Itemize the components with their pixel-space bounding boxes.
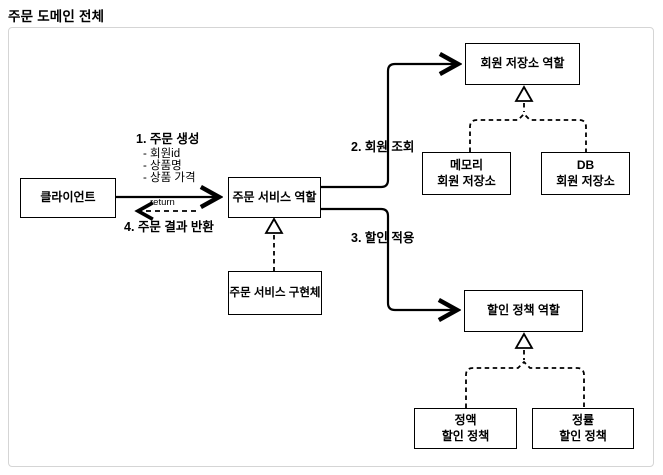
box-client-label: 클라이언트 (40, 190, 96, 205)
box-order-service-role-label: 주문 서비스 역할 (232, 189, 317, 204)
label-step1-detail3: - 상품 가격 (143, 172, 196, 184)
label-return: return (150, 197, 175, 208)
box-rate-discount-policy-line2: 할인 정책 (559, 428, 607, 443)
label-step3: 3. 할인 적용 (351, 231, 415, 245)
box-discount-policy-role-label: 할인 정책 역할 (487, 303, 560, 318)
realization-branch-discount (465, 360, 585, 408)
box-member-repo-role-label: 회원 저장소 역할 (480, 56, 565, 71)
diagram-frame (8, 27, 654, 467)
box-discount-policy-role: 할인 정책 역할 (464, 290, 583, 332)
box-member-repo-role: 회원 저장소 역할 (465, 43, 580, 85)
box-fixed-discount-policy-line1: 정액 (454, 412, 477, 427)
label-step4: 4. 주문 결과 반환 (124, 220, 214, 234)
box-memory-member-repo-line1: 메모리 (449, 157, 484, 172)
box-client: 클라이언트 (20, 178, 116, 218)
page-title: 주문 도메인 전체 (8, 9, 105, 24)
box-db-member-repo-line2: 회원 저장소 (556, 173, 615, 188)
label-step1: 1. 주문 생성 (136, 132, 200, 146)
label-step1-detail2: - 상품명 (143, 160, 182, 172)
realization-triangle-member-repo (514, 85, 534, 102)
realization-triangle-order-service (264, 217, 284, 234)
box-memory-member-repo: 메모리 회원 저장소 (422, 152, 511, 195)
box-rate-discount-policy-line1: 정률 (571, 412, 595, 427)
label-step1-detail1: - 회원id (143, 148, 181, 160)
arrow-member-lookup (321, 64, 458, 189)
box-memory-member-repo-line2: 회원 저장소 (437, 173, 496, 188)
box-fixed-discount-policy: 정액 할인 정책 (414, 408, 517, 449)
arrow-discount-apply (321, 207, 457, 310)
label-step2: 2. 회원 조회 (351, 140, 415, 154)
box-rate-discount-policy: 정률 할인 정책 (532, 408, 634, 449)
box-db-member-repo-line1: DB (576, 157, 595, 172)
realization-branch-member-repo (469, 112, 587, 152)
realization-triangle-discount (514, 332, 534, 349)
box-db-member-repo: DB 회원 저장소 (541, 152, 630, 195)
box-order-service-impl-label: 주문 서비스 구현체 (229, 286, 321, 299)
box-order-service-role: 주문 서비스 역할 (228, 177, 321, 218)
box-order-service-impl: 주문 서비스 구현체 (228, 271, 322, 315)
box-fixed-discount-policy-line2: 할인 정책 (441, 428, 490, 443)
